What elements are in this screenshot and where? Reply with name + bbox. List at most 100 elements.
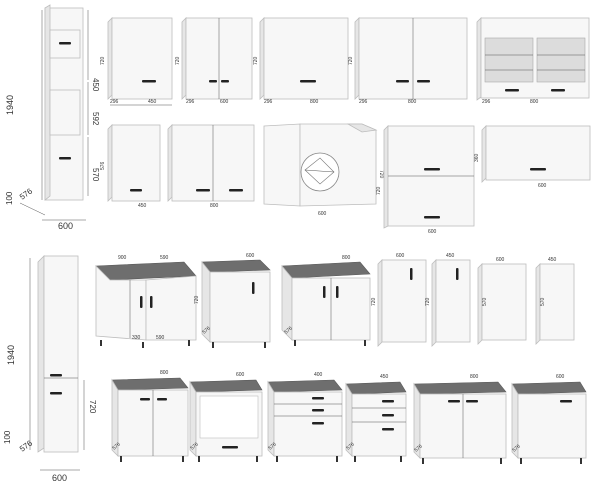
dim-wall-tall-w: 600 [428, 229, 437, 235]
handle-icon [50, 392, 62, 395]
handle-icon [560, 400, 572, 403]
dim-tall-top-upper: 450 [91, 78, 100, 92]
dim-oven-w: 600 [236, 372, 245, 378]
dim-panel-1-w: 600 [396, 253, 405, 259]
dim-panel-1-h: 720 [371, 297, 377, 306]
handle-icon [410, 268, 413, 280]
tall-fridge-cabinet [29, 255, 85, 471]
dim-low-1-w: 450 [138, 203, 147, 209]
dim-base-corner-w3: 590 [156, 335, 165, 341]
wall-tall-two-door-cabinet [383, 125, 475, 229]
handle-icon [59, 42, 71, 45]
handle-icon [530, 168, 546, 171]
base-oven-cabinet [189, 379, 263, 462]
dim-wall-2-h: 720 [175, 56, 181, 65]
dim-tall-bottom-height: 1940 [6, 345, 16, 365]
handle-icon [150, 296, 153, 308]
dim-base-corner-w: 900 [118, 255, 127, 261]
wall-cabinet-2 [181, 17, 253, 100]
dim-drawer-2-d: 576 [345, 441, 355, 451]
dim-row4-1-w: 800 [160, 370, 169, 376]
dim-wall-1-d: 296 [110, 99, 119, 105]
base-cabinet-row4-6 [511, 381, 587, 464]
handle-icon [505, 89, 519, 92]
base-cabinet-double [281, 261, 371, 346]
handle-icon [140, 398, 150, 401]
dim-wall-4-h: 720 [348, 56, 354, 65]
dim-panel-3-w: 600 [496, 257, 505, 263]
dim-tall-top-middle: 592 [91, 112, 100, 126]
dim-drawer-1-d: 576 [267, 441, 277, 451]
handle-icon [142, 80, 156, 83]
dim-corner-wall-h: 720 [378, 170, 384, 179]
dim-wall-glass-d: 296 [482, 99, 491, 105]
handle-icon [382, 428, 394, 431]
dim-wall-1-w: 450 [148, 99, 157, 105]
dim-row4-6-d: 576 [511, 443, 521, 453]
dim-base-2-d: 576 [283, 325, 293, 335]
handle-icon [323, 286, 326, 298]
handle-icon [382, 414, 394, 417]
wall-glass-cabinet [476, 17, 590, 101]
wall-cabinet-1 [107, 17, 173, 106]
dim-wall-2-d: 296 [186, 99, 195, 105]
dim-wall-2-w: 600 [220, 99, 229, 105]
base-drawer-cabinet-1 [267, 379, 343, 462]
dim-panel-2-h: 720 [425, 297, 431, 306]
base-drawer-cabinet-2 [345, 381, 407, 462]
handle-icon [417, 80, 430, 83]
base-cabinet-row4-5 [413, 381, 507, 464]
dim-base-2-w: 800 [342, 255, 351, 261]
dim-tall-top-plinth: 100 [5, 191, 14, 205]
dim-oven-d: 576 [189, 441, 199, 451]
dim-wall-glass-w: 800 [530, 99, 539, 105]
dim-panel-4-w: 450 [548, 257, 557, 263]
base-cabinet-row4-1 [111, 377, 189, 462]
dim-drawer-1-w: 400 [314, 372, 323, 378]
handle-icon [424, 216, 440, 219]
handle-icon [466, 400, 478, 403]
dim-row4-5-w: 800 [470, 374, 479, 380]
handle-icon [140, 296, 143, 308]
dim-wall-tall-h: 720 [376, 186, 382, 195]
dim-base-1-h: 720 [194, 295, 200, 304]
handle-icon [336, 286, 339, 298]
handle-icon [222, 446, 238, 449]
dim-panel-2-w: 450 [446, 253, 455, 259]
handle-icon [130, 189, 142, 192]
wall-cabinet-3 [259, 17, 349, 100]
wall-low-cabinet-2 [167, 124, 255, 202]
handle-icon [209, 80, 217, 83]
dim-panel-4-h: 570 [540, 297, 546, 306]
door-panel-1 [377, 259, 427, 347]
dim-tall-bottom-width: 600 [52, 473, 67, 483]
tall-oven-cabinet [19, 4, 89, 221]
dim-row4-1-d: 576 [111, 441, 121, 451]
base-cabinet-single [201, 259, 271, 348]
handle-icon [456, 268, 459, 280]
dim-base-corner-d: 590 [160, 255, 169, 261]
dim-tall-top-lower: 570 [91, 168, 100, 182]
dim-tall-bottom-depth: 576 [18, 438, 35, 453]
handle-icon [196, 189, 210, 192]
dim-row4-6-w: 600 [556, 374, 565, 380]
dim-base-1-d: 576 [201, 325, 211, 335]
dim-tall-bottom-lower: 720 [88, 400, 97, 414]
dim-corner-wall-w: 600 [318, 211, 327, 217]
dim-low-1-h: 576 [100, 161, 106, 170]
dim-drawer-2-w: 450 [380, 374, 389, 380]
dim-wall-3-d: 296 [264, 99, 273, 105]
door-panel-4 [535, 263, 575, 345]
dim-wall-4-d: 296 [359, 99, 368, 105]
hood-cabinet [481, 125, 591, 183]
door-panel-2 [431, 259, 471, 347]
dim-base-corner-w2: 330 [132, 335, 141, 341]
dim-base-1-w: 600 [246, 253, 255, 259]
handle-icon [229, 189, 243, 192]
dim-wall-4-w: 800 [408, 99, 417, 105]
handle-icon [50, 374, 62, 377]
handle-icon [382, 400, 394, 403]
dim-tall-top-width: 600 [58, 221, 73, 231]
dim-low-2-w: 800 [210, 203, 219, 209]
